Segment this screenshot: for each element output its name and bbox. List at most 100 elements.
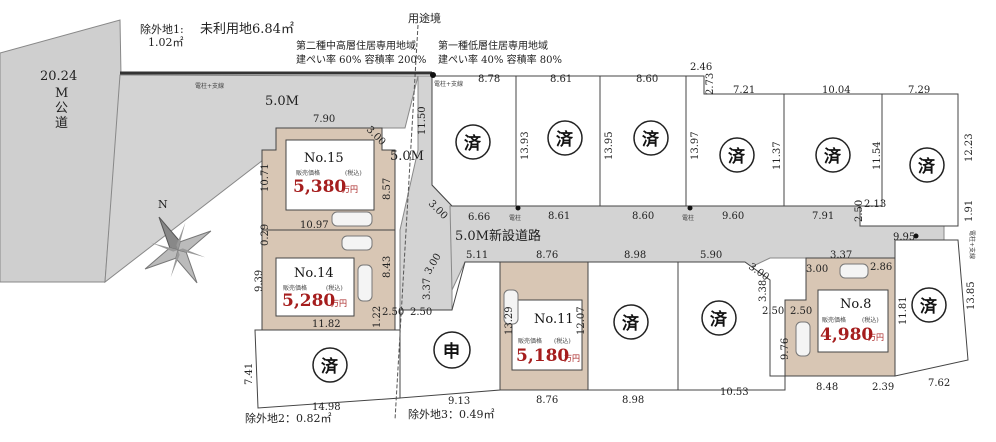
price-unit: 万円 — [342, 185, 358, 194]
dim-label: 8.43 — [382, 256, 393, 278]
dim-label: 7.90 — [313, 114, 335, 125]
sold-mark: 済 — [547, 120, 583, 156]
lot-number: No.15 — [304, 151, 344, 166]
dim-label: 2.50 — [762, 306, 784, 317]
lot-number: No.11 — [534, 312, 574, 327]
dim-label: 5.11 — [466, 250, 488, 261]
sold-circle-icon — [547, 120, 583, 156]
price-tax: (税込) — [326, 284, 343, 292]
sold-mark: 済 — [455, 124, 491, 160]
dim-label: 8.60 — [632, 211, 654, 222]
sold-label: 済 — [728, 146, 746, 167]
pole-small-2-icon — [687, 205, 693, 211]
sold-label: 済 — [464, 133, 482, 154]
pending-label: 申 — [443, 341, 460, 362]
utility-pole-mid-icon — [430, 72, 436, 78]
zone-boundary-label: 用途境 — [408, 11, 441, 25]
price-tag: 販売価格 — [518, 337, 542, 345]
sold-circle-icon — [455, 124, 491, 160]
utility-pole-left-label: 電柱+支線 — [195, 82, 224, 90]
sold-circle-icon — [911, 287, 947, 323]
lot-number: No.8 — [840, 297, 871, 312]
sold-circle-icon — [909, 147, 945, 183]
parcel-top-6 — [859, 93, 959, 227]
public-road-char2: 道 — [55, 116, 68, 131]
dim-label: 2.86 — [870, 262, 892, 273]
unused-land-label: 未利用地6.84㎡ — [200, 22, 294, 37]
pending-circle-icon — [433, 331, 471, 369]
sold-circle-icon — [701, 300, 737, 336]
car-icon — [341, 235, 373, 251]
dim-label: 8.61 — [548, 211, 570, 222]
dim-label: 6.66 — [468, 212, 490, 223]
dim-label: 11.81 — [898, 296, 909, 325]
dim-label: 8.98 — [622, 395, 644, 406]
utility-pole-right-label: 電柱+支線 — [968, 230, 976, 259]
pole-small-2: 電柱 — [682, 214, 694, 222]
sold-mark: 済 — [312, 347, 348, 383]
sold-circle-icon — [613, 304, 649, 340]
dim-label: 8.57 — [382, 178, 393, 200]
dim-label: 1.91 — [964, 200, 975, 222]
dim-label: 0.29 — [260, 224, 271, 246]
sold-mark: 済 — [815, 137, 851, 173]
sold-mark: 済 — [633, 120, 669, 156]
dim-label: 13.29 — [504, 306, 515, 335]
dim-label: 12.07 — [576, 306, 587, 335]
dim-label: 7.21 — [733, 85, 755, 96]
sold-circle-icon — [633, 120, 669, 156]
dim-label: 13.93 — [520, 131, 531, 160]
zone-right-line1: 第一種低層住居専用地域 — [438, 39, 548, 52]
price-tax: (税込) — [345, 169, 362, 177]
car-icon — [839, 263, 869, 279]
sold-mark: 済 — [719, 137, 755, 173]
dim-label: 2.50 — [382, 307, 404, 318]
lot-no15[interactable]: No.15 販売価格 (税込) 5,380 万円 — [285, 139, 375, 211]
dim-label: 9.39 — [254, 270, 265, 292]
pole-small-1: 電柱 — [509, 214, 521, 222]
sold-label: 済 — [321, 356, 339, 377]
car-icon — [357, 264, 373, 302]
lot-price: 5,380 — [293, 177, 346, 197]
excluded-3-label: 除外地3：0.49㎡ — [408, 407, 495, 421]
dim-label: 10.97 — [300, 220, 329, 231]
public-road-unit: M — [55, 86, 68, 101]
lot-no14[interactable]: No.14 販売価格 (税込) 5,280 万円 — [275, 257, 355, 317]
dim-label: 13.97 — [690, 131, 701, 160]
car-icon — [331, 211, 373, 227]
price-unit: 万円 — [564, 354, 580, 363]
price-tag: 販売価格 — [283, 284, 307, 292]
sold-label: 済 — [622, 313, 640, 334]
price-unit: 万円 — [331, 299, 347, 308]
road-5m-mid: 5.0M — [390, 149, 424, 164]
road-labels: 20.24 M 公 道 5.0M 5.0M 5.0M新設道路 電柱 電柱 — [40, 69, 694, 244]
dim-label: 9.95 — [893, 232, 915, 243]
dimension-labels: 7.90 3.00 11.50 10.71 8.57 10.97 0.29 9.… — [244, 62, 977, 413]
lot-no8[interactable]: No.8 販売価格 (税込) 4,980 万円 — [817, 289, 889, 353]
sold-circle-icon — [312, 347, 348, 383]
sold-mark: 済 — [911, 287, 947, 323]
sold-label: 済 — [556, 129, 574, 150]
dim-label: 8.48 — [816, 382, 838, 393]
dim-label: 11.50 — [417, 106, 428, 135]
dim-label: 2.50 — [410, 307, 432, 318]
dim-label: 9.60 — [722, 211, 744, 222]
excluded-1-label: 除外地1: — [140, 22, 184, 36]
price-tag: 販売価格 — [822, 316, 846, 324]
lot-price: 5,180 — [516, 346, 569, 366]
dim-label: 7.62 — [928, 378, 950, 389]
zone-left-line2: 建ぺい率 60% 容積率 200% — [296, 53, 426, 66]
dim-label: 8.61 — [550, 74, 572, 85]
lot-no11[interactable]: No.11 販売価格 (税込) 5,180 万円 — [511, 299, 583, 371]
utility-pole-right-icon — [913, 233, 919, 239]
dim-label: 8.98 — [624, 250, 646, 261]
dim-label: 9.13 — [448, 396, 470, 407]
car-icon — [503, 289, 519, 325]
dim-label: 1.22 — [372, 306, 383, 328]
sold-label: 済 — [920, 296, 938, 317]
price-tag: 販売価格 — [296, 169, 320, 177]
new-road-label: 5.0M新設道路 — [455, 228, 541, 244]
dim-label: 8.60 — [636, 74, 658, 85]
dim-label: 3.00 — [806, 264, 828, 275]
